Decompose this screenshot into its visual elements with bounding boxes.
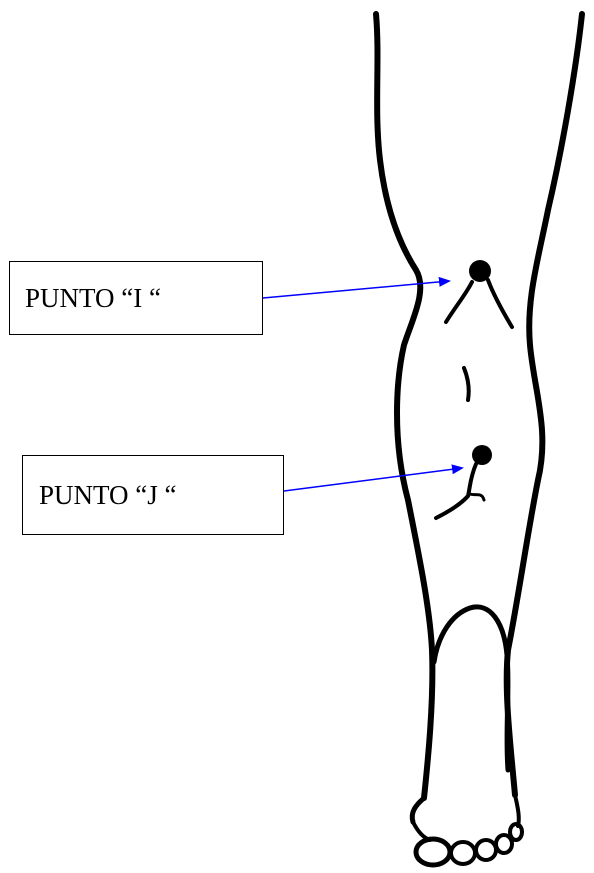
arrow-to-point-j [284,468,462,491]
knee-marks [436,260,512,518]
label-point-i-text: PUNTO “I “ [25,285,161,312]
label-point-i: PUNTO “I “ [9,261,263,335]
leg-outline-icon [376,14,582,865]
label-point-j: PUNTO “J “ [22,455,284,535]
label-point-j-text: PUNTO “J “ [39,482,177,509]
acupoint-dot-icon [472,445,492,465]
